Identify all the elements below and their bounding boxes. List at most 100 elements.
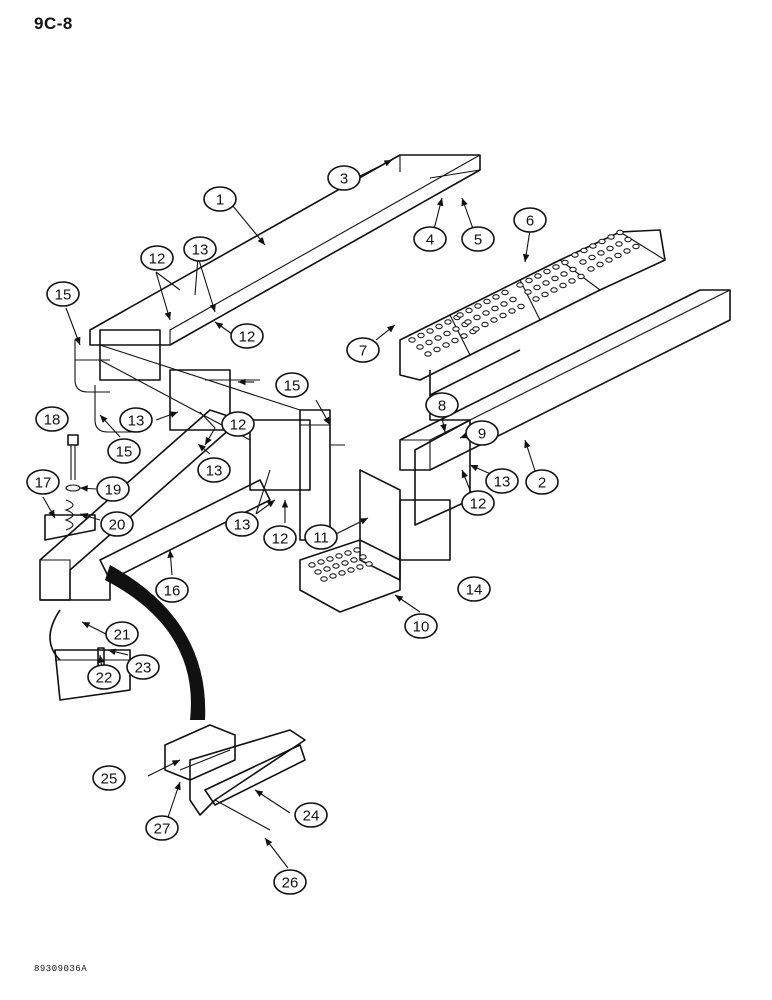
- callout-25: 25: [92, 765, 126, 791]
- callout-15: 15: [46, 281, 80, 307]
- tread-hole: [474, 303, 482, 309]
- callout-number: 27: [154, 821, 171, 838]
- tread-hole: [456, 312, 464, 318]
- tread-hole: [350, 557, 358, 563]
- callout-number: 12: [230, 417, 247, 434]
- callout-12: 12: [263, 525, 297, 551]
- tread-hole: [588, 254, 596, 261]
- callout-number: 3: [340, 171, 348, 188]
- tread-hole: [335, 553, 343, 559]
- tread-hole: [491, 305, 499, 312]
- callout-number: 26: [282, 875, 299, 892]
- tread-hole: [435, 323, 443, 330]
- callout-12: 12: [230, 323, 264, 349]
- tread-hole: [499, 312, 507, 319]
- callout-15: 15: [275, 372, 309, 398]
- callout-10: 10: [404, 613, 438, 639]
- tread-hole: [320, 576, 328, 582]
- callout-number: 8: [438, 398, 446, 415]
- callout-number: 7: [359, 343, 367, 360]
- callout-13: 13: [485, 468, 519, 494]
- tread-hole: [323, 566, 331, 572]
- callout-27: 27: [145, 815, 179, 841]
- tread-hole: [433, 346, 441, 353]
- tread-hole: [550, 287, 558, 293]
- tread-hole: [614, 252, 622, 259]
- tread-hole: [359, 554, 367, 560]
- tread-hole: [492, 294, 500, 300]
- tread-hole: [534, 273, 542, 279]
- callout-number: 15: [55, 287, 72, 304]
- tread-hole: [341, 560, 349, 566]
- tread-hole: [542, 280, 550, 286]
- tread-hole: [500, 301, 508, 307]
- tread-hole: [347, 567, 355, 573]
- tread-hole: [615, 241, 623, 247]
- tread-hole: [425, 339, 433, 346]
- callout-19: 19: [96, 476, 130, 502]
- tread-holes: [408, 229, 640, 357]
- tread-hole: [424, 351, 432, 357]
- callout-number: 13: [206, 463, 223, 480]
- tread-hole: [524, 289, 532, 295]
- callout-number: 13: [234, 517, 251, 534]
- tread-hole: [508, 308, 516, 314]
- tread-hole: [314, 569, 322, 575]
- tread-hole: [559, 282, 567, 289]
- tread-hole: [607, 234, 615, 240]
- callout-number: 11: [313, 530, 329, 547]
- tread-hole: [605, 257, 613, 263]
- tread-hole: [589, 243, 597, 249]
- figure-id: 89309036A: [34, 964, 88, 974]
- tread-hole: [632, 243, 640, 250]
- callout-12: 12: [140, 245, 174, 271]
- callout-14: 14: [457, 576, 491, 602]
- tread-hole: [516, 282, 524, 288]
- tread-hole: [451, 337, 459, 344]
- tread-hole: [606, 245, 614, 252]
- tread-hole: [552, 264, 560, 270]
- tread-hole: [561, 259, 569, 266]
- callout-24: 24: [294, 802, 328, 828]
- callout-12: 12: [461, 490, 495, 516]
- callout-2: 2: [525, 469, 559, 495]
- tread-hole: [317, 559, 325, 565]
- callout-number: 23: [135, 660, 152, 677]
- tread-hole: [579, 259, 587, 265]
- tread-hole: [332, 563, 340, 569]
- tread-hole: [353, 547, 361, 553]
- tread-hole: [623, 248, 631, 254]
- tread-hole: [543, 268, 551, 275]
- tread-hole: [416, 344, 424, 350]
- tread-hole: [541, 291, 549, 298]
- tread-hole: [308, 562, 316, 568]
- callout-number: 17: [35, 475, 52, 492]
- tread-hole: [616, 229, 624, 236]
- callout-number: 4: [426, 232, 434, 249]
- leader-lines: [42, 159, 539, 869]
- callout-number: 15: [284, 378, 301, 395]
- callout-12: 12: [221, 411, 255, 437]
- detail-swoop-arrows: [49, 565, 206, 720]
- tread-hole: [434, 335, 442, 341]
- page-number: 9C-8: [34, 14, 73, 33]
- tread-hole: [571, 252, 579, 258]
- callout-15: 15: [107, 438, 141, 464]
- tread-hole: [551, 275, 559, 282]
- callout-1: 1: [203, 186, 237, 212]
- tread-hole: [596, 261, 604, 268]
- tread-hole: [560, 271, 568, 277]
- tread-hole: [408, 337, 416, 343]
- callout-number: 13: [494, 474, 511, 491]
- tread-hole: [417, 332, 425, 339]
- tread-hole: [598, 238, 606, 245]
- callout-number: 1: [216, 192, 224, 209]
- tread-hole: [473, 314, 481, 321]
- callout-number: 25: [101, 771, 118, 788]
- callout-number: 10: [413, 619, 430, 636]
- step-tread-assembly: [399, 229, 666, 421]
- callout-4: 4: [413, 226, 447, 252]
- callout-7: 7: [346, 337, 380, 363]
- callout-number: 6: [526, 213, 534, 230]
